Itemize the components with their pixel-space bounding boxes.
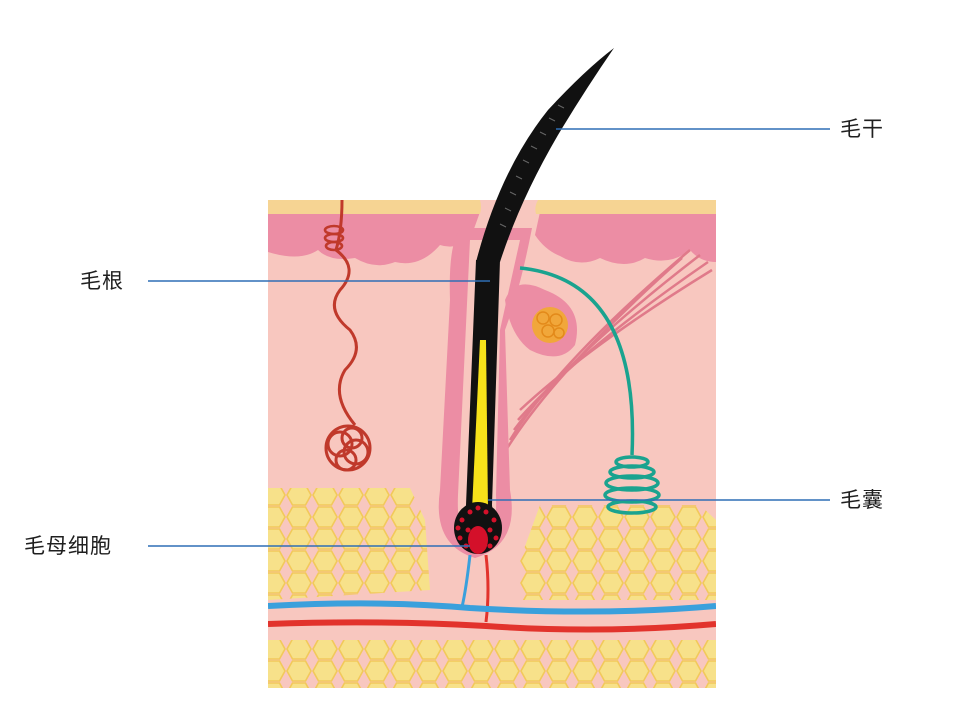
label-hair-root: 毛根 (80, 269, 124, 293)
epidermis-left (268, 212, 480, 266)
capillary-vein (460, 554, 472, 608)
sebaceous-gland-lobes (536, 311, 565, 339)
subcutaneous-fat-left (268, 488, 430, 600)
vein (268, 600, 716, 615)
bottom-fat-layer (268, 640, 716, 688)
label-hair-matrix-cells: 毛母细胞 (24, 534, 112, 558)
subcutaneous-fat-right (520, 505, 716, 600)
nerve-coil (603, 455, 661, 515)
sweat-duct-coil-top (323, 224, 345, 252)
artery (268, 619, 716, 633)
epidermis-right (535, 212, 716, 264)
skin-block (268, 200, 716, 688)
nerve (519, 266, 635, 456)
capillary-artery (484, 554, 490, 623)
skin-surface (268, 200, 716, 214)
label-hair-follicle: 毛囊 (840, 488, 884, 512)
hair-cuticle-texture (499, 104, 565, 228)
hair-shaft (476, 48, 614, 262)
hair-core (472, 340, 488, 510)
leader-lines (148, 128, 830, 547)
sweat-gland (324, 424, 372, 472)
label-hair-shaft: 毛干 (840, 117, 884, 141)
dermal-papilla (468, 526, 488, 554)
arrector-pili-muscle (504, 249, 713, 451)
sweat-duct (332, 200, 358, 426)
